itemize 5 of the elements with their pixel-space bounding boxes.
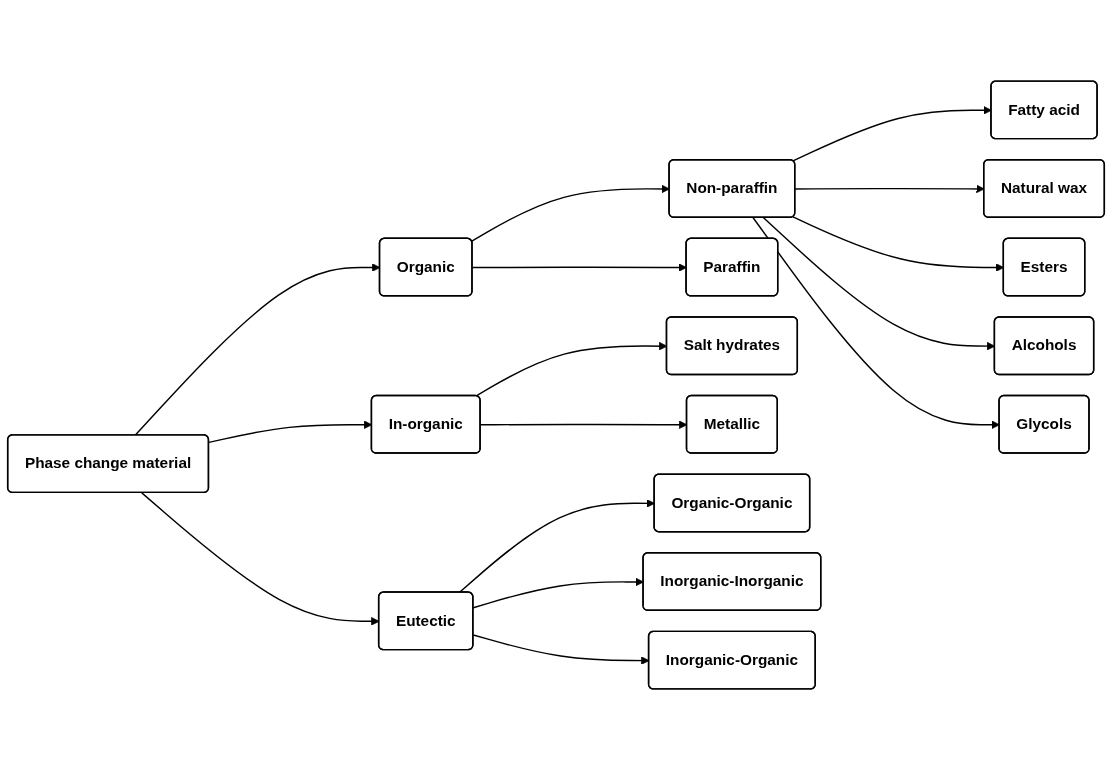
arrow [752,216,1000,429]
arrow [472,577,644,608]
arrow [471,262,687,272]
arrow [471,184,670,242]
arrow [458,498,655,593]
